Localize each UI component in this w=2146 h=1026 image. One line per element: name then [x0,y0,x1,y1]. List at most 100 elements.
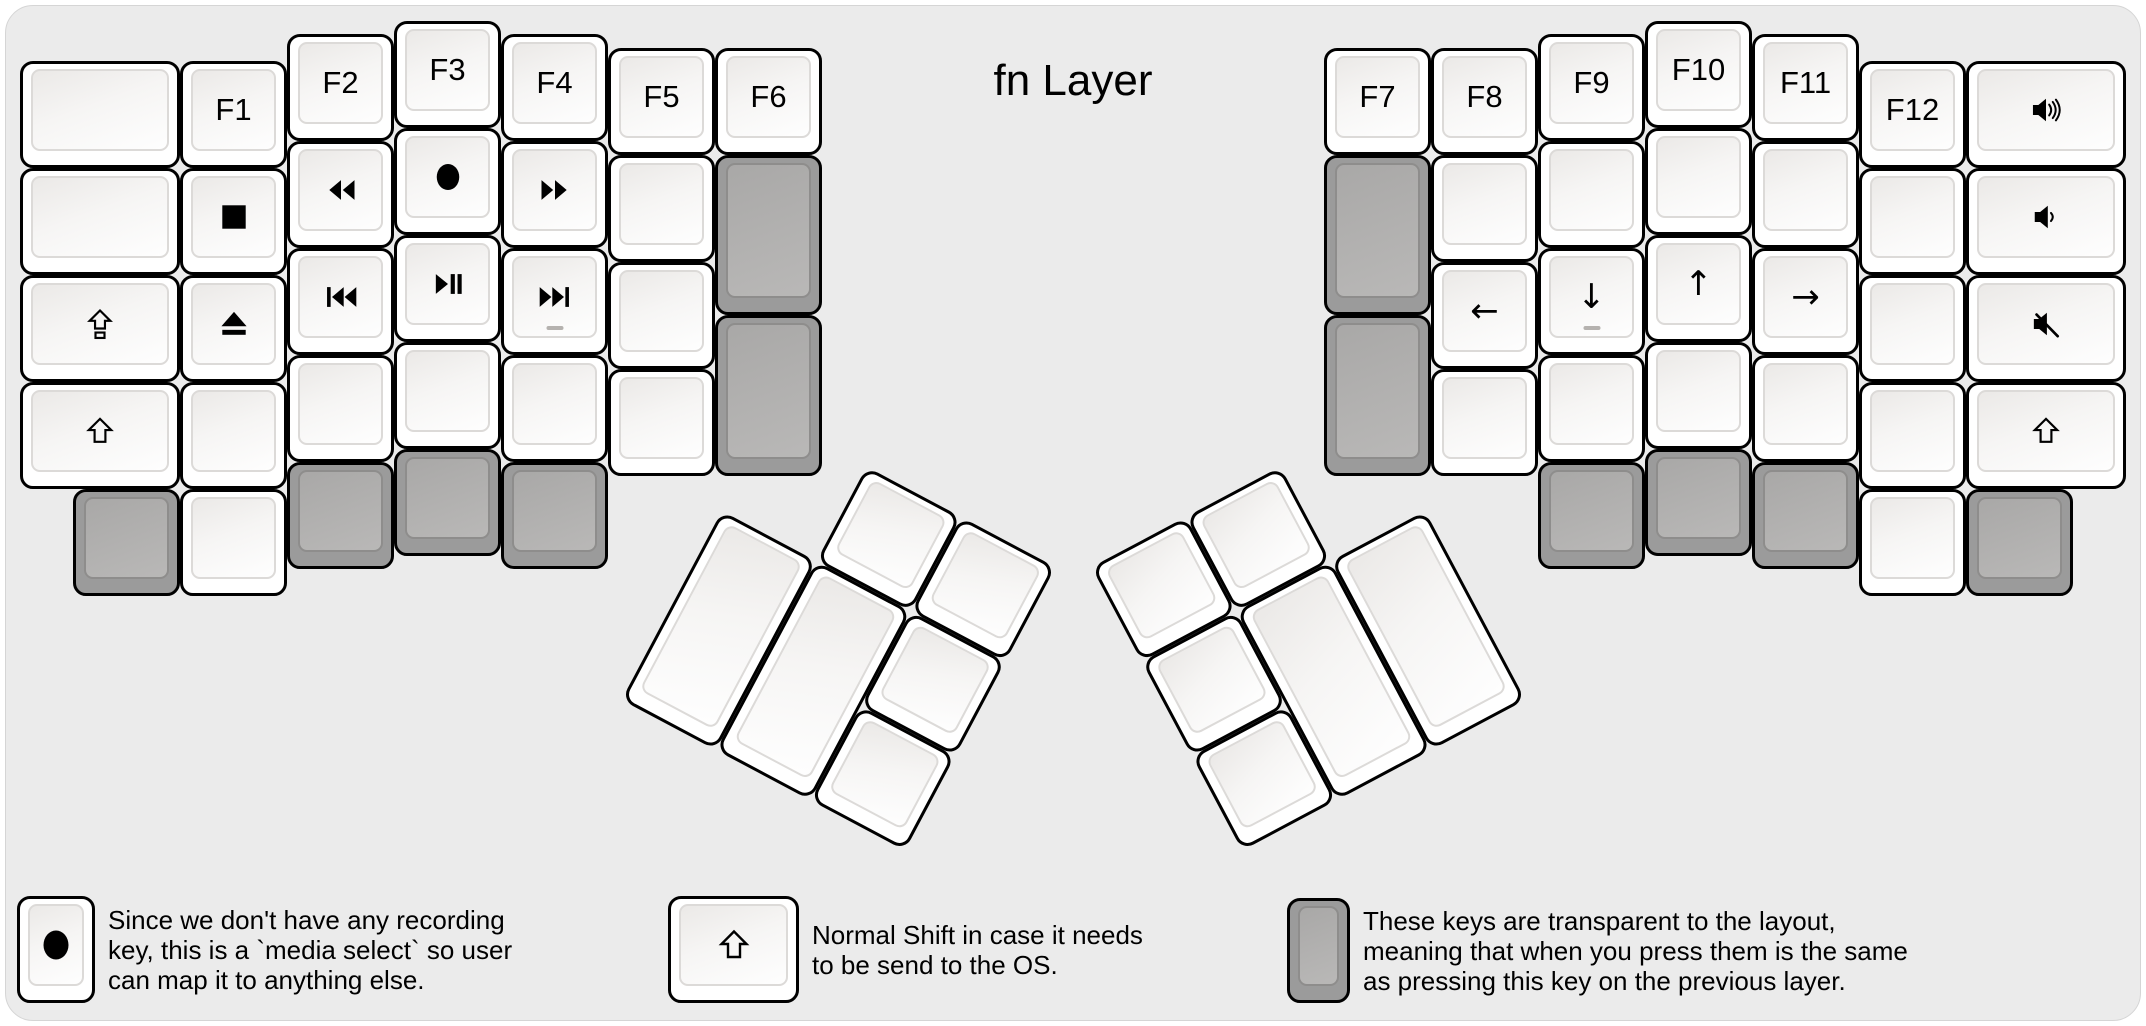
key-caps-lock[interactable] [20,275,180,382]
transparent-key[interactable] [1966,489,2073,596]
key-f11[interactable]: F11 [1752,34,1859,141]
key-f12[interactable]: F12 [1859,61,1966,168]
blank-key[interactable] [1859,168,1966,275]
blank-key-face [191,497,276,579]
key-f9[interactable]: F9 [1538,34,1645,141]
key-mute[interactable] [1966,275,2126,382]
playpause-icon [435,274,462,294]
blank-key[interactable] [1645,342,1752,449]
blank-key-face [1763,149,1848,231]
key-f2[interactable]: F2 [287,34,394,141]
key-f12-face: F12 [1870,69,1955,151]
blank-key-face [1870,176,1955,258]
blank-key[interactable] [1431,155,1538,262]
key-volume-down[interactable] [1966,168,2126,275]
transparent-key[interactable] [715,155,822,315]
homing-bar [546,326,563,330]
key-arrow-down[interactable]: ↓ [1538,248,1645,355]
blank-key[interactable] [20,168,180,275]
key-arrow-left[interactable]: ← [1431,262,1538,369]
key-arrow-right-glyph: → [1791,277,1820,317]
key-stop[interactable] [180,168,287,275]
transparent-key-face [1977,497,2062,579]
transparent-key-face [1656,457,1741,539]
key-f1-label: F1 [215,92,252,127]
shift-icon [2032,417,2060,443]
transparent-key-face [1335,323,1420,459]
blank-key[interactable] [20,61,180,168]
key-f7[interactable]: F7 [1324,48,1431,155]
transparent-key-face [84,497,169,579]
blank-key[interactable] [394,342,501,449]
key-f9-face: F9 [1549,42,1634,124]
transparent-key[interactable] [73,489,180,596]
blank-key[interactable] [501,355,608,462]
blank-key-face [298,363,383,445]
key-f5[interactable]: F5 [608,48,715,155]
key-f5-face: F5 [619,56,704,138]
key-next-track[interactable] [501,248,608,355]
key-play-pause[interactable] [394,235,501,342]
blank-key[interactable] [608,369,715,476]
blank-key-face [1549,363,1634,445]
blank-key[interactable] [180,489,287,596]
key-shift-left[interactable] [20,382,180,489]
transparent-key[interactable] [501,462,608,569]
key-media-select-record[interactable] [394,128,501,235]
key-f3-label: F3 [429,52,466,87]
key-f7-face: F7 [1335,56,1420,138]
blank-key[interactable] [608,155,715,262]
blank-key[interactable] [1538,141,1645,248]
blank-key[interactable] [287,355,394,462]
ffwd-icon [541,180,567,200]
key-f10[interactable]: F10 [1645,21,1752,128]
blank-key[interactable] [1859,275,1966,382]
key-volume-up[interactable] [1966,61,2126,168]
key-f1[interactable]: F1 [180,61,287,168]
transparent-key-face [1335,163,1420,298]
key-arrow-left-face: ← [1442,270,1527,352]
blank-key[interactable] [1752,355,1859,462]
key-f4-label: F4 [536,65,573,100]
blank-key[interactable] [180,382,287,489]
blank-key[interactable] [1859,489,1966,596]
blank-key[interactable] [1538,355,1645,462]
blank-key[interactable] [1859,382,1966,489]
key-volume-down-face [1977,176,2115,258]
blank-key[interactable] [608,262,715,369]
blank-key-face [619,163,704,245]
voldown-icon [2034,205,2054,229]
transparent-key[interactable] [1645,449,1752,556]
key-f8[interactable]: F8 [1431,48,1538,155]
transparent-key[interactable] [287,462,394,569]
transparent-key[interactable] [394,449,501,556]
transparent-key-face [298,470,383,552]
key-arrow-right[interactable]: → [1752,248,1859,355]
blank-key-face [619,377,704,459]
legend-text-normal-shift: Normal Shift in case it needs to be send… [812,919,1143,980]
transparent-key[interactable] [1752,462,1859,569]
key-f6[interactable]: F6 [715,48,822,155]
stop-icon [221,205,246,229]
blank-key-face [1870,497,1955,579]
transparent-key[interactable] [1324,315,1431,476]
key-shift-right[interactable] [1966,382,2126,489]
transparent-key[interactable] [1538,462,1645,569]
key-prev-track[interactable] [287,248,394,355]
key-arrow-up[interactable]: ↑ [1645,235,1752,342]
blank-key[interactable] [1645,128,1752,235]
blank-key[interactable] [1431,369,1538,476]
key-eject[interactable] [180,275,287,382]
transparent-key[interactable] [715,315,822,476]
key-f4[interactable]: F4 [501,34,608,141]
key-f3[interactable]: F3 [394,21,501,128]
transparent-key[interactable] [1324,155,1431,315]
next-icon [539,287,569,307]
key-f2-face: F2 [298,42,383,124]
blank-key[interactable] [1752,141,1859,248]
key-fast-forward[interactable] [501,141,608,248]
key-volume-up-face [1977,69,2115,151]
blank-key-face [1870,283,1955,365]
key-rewind[interactable] [287,141,394,248]
